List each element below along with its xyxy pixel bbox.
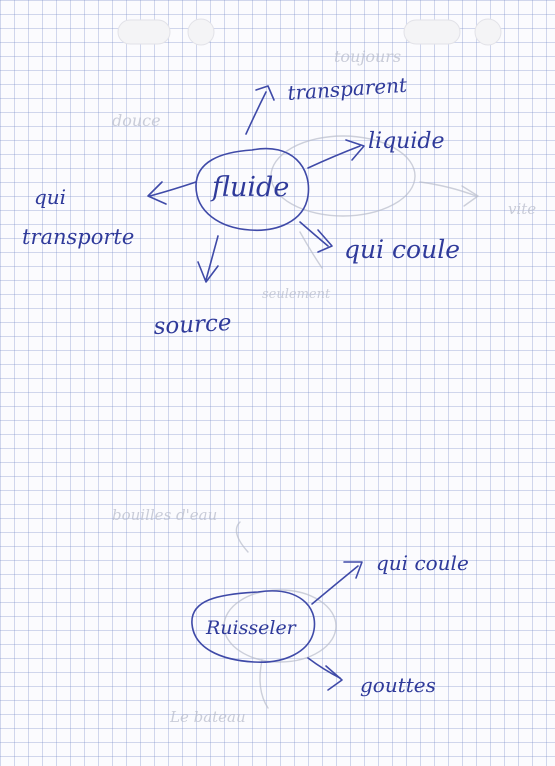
label-gouttes: gouttes: [360, 673, 436, 697]
ghost-arrow-bottom: [259, 659, 269, 709]
arrow-head-liquide: [345, 139, 365, 161]
arrow-to-liquide: [307, 145, 361, 169]
binder-hole-right-slot: [403, 19, 461, 45]
ghost-text-bouilles: bouilles d'eau: [112, 506, 217, 524]
arrow-to-source: [205, 235, 219, 281]
ghost-ellipse-bottom: [223, 589, 337, 663]
ghost-text-toujours: toujours: [334, 47, 401, 66]
binder-hole-right-round: [474, 18, 502, 46]
arrow-head-gouttes: [325, 665, 343, 691]
bleed-through-marks: douce toujours bouilles d'eau Le bateau …: [112, 47, 536, 726]
center-circle-ruisseler: [191, 590, 316, 663]
ghost-arrow-mid: [235, 521, 249, 553]
ghost-text-vite: vite: [508, 200, 536, 218]
arrow-head-source: [197, 261, 219, 283]
label-transporte: transporte: [22, 225, 134, 249]
arrow-head-qui-transporte: [147, 181, 167, 205]
binder-hole-left-round: [187, 18, 215, 46]
ghost-arrow-down: [299, 231, 323, 269]
label-qui: qui: [34, 185, 66, 209]
binder-hole-left-slot: [117, 19, 171, 45]
arrow-head-qui-coule-2: [343, 561, 363, 579]
label-qui-coule-2: qui coule: [376, 551, 469, 575]
label-source: source: [153, 310, 232, 340]
arrow-to-qui-coule-2: [311, 565, 359, 605]
arrow-to-qui-coule: [299, 221, 329, 247]
label-qui-coule: qui coule: [344, 235, 460, 264]
label-transparent: transparent: [287, 73, 409, 105]
ghost-text-bateau: Le bateau: [169, 708, 246, 726]
arrow-to-transparent: [245, 91, 267, 135]
arrow-to-qui-transporte: [149, 181, 197, 197]
ghost-ellipse-top: [270, 135, 416, 217]
arrow-head-qui-coule: [317, 229, 333, 253]
center-label-fluide: fluide: [210, 172, 289, 203]
ghost-arrow-right: [419, 181, 479, 207]
mindmap-ruisseler: Ruisseler qui coule gouttes: [191, 551, 469, 697]
center-circle-fluide: [195, 147, 310, 232]
ghost-text-douce: douce: [112, 111, 161, 130]
center-label-ruisseler: Ruisseler: [205, 617, 298, 639]
arrow-head-transparent: [255, 85, 275, 101]
mindmap-fluide: fluide transparent liquide qui coule sou…: [22, 73, 460, 340]
ghost-text-seulement: seulement: [262, 287, 331, 302]
label-liquide: liquide: [368, 129, 444, 154]
binder-holes: [117, 18, 502, 46]
